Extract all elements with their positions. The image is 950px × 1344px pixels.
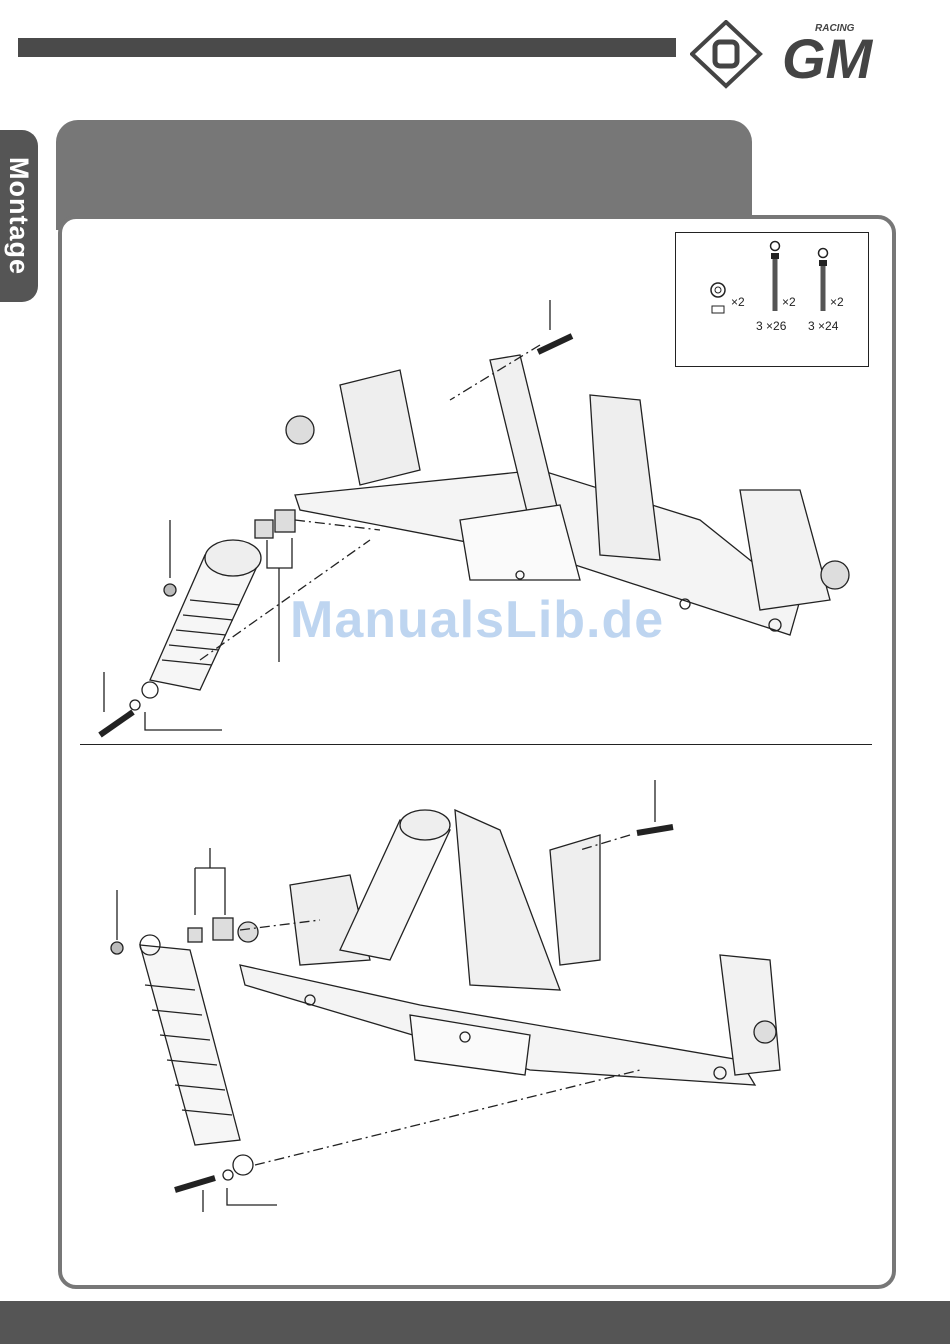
front-assembly-diagram [100, 300, 849, 735]
front-shock-absorber [142, 540, 261, 698]
watermark-text: ManualsLib.de [290, 590, 664, 650]
step-divider-line [80, 744, 872, 745]
page-footer-bar [0, 1301, 950, 1344]
rear-shock-absorber [140, 935, 253, 1175]
rear-assembly-diagram [111, 780, 780, 1212]
